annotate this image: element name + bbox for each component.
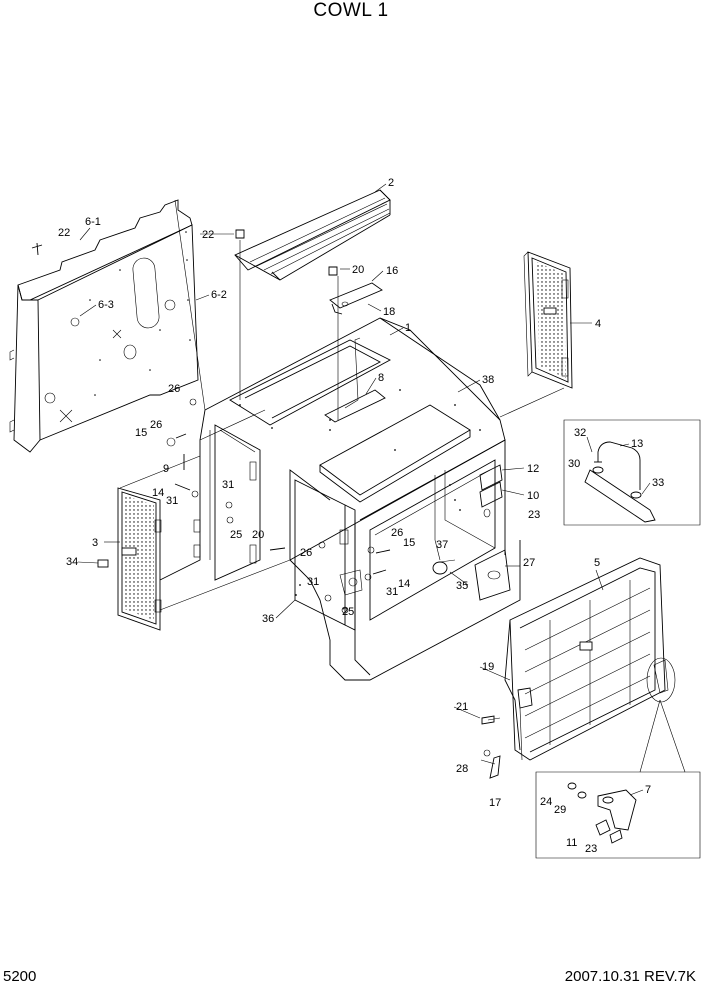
callout-11: 11 <box>566 837 577 849</box>
page-number: 5200 <box>3 968 37 985</box>
callout-7: 7 <box>645 784 651 796</box>
callout-25b: 25 <box>342 606 354 618</box>
revision-date: 2007.10.31 REV.7K <box>564 968 696 985</box>
callout-17: 17 <box>489 797 501 809</box>
callout-13: 13 <box>631 438 643 450</box>
callout-5: 5 <box>594 557 600 569</box>
side-guard-frame <box>504 557 676 761</box>
callout-26c: 26 <box>300 547 312 559</box>
callout-22b: 22 <box>202 229 214 241</box>
callout-14a: 14 <box>152 487 164 499</box>
callout-18: 18 <box>383 306 395 318</box>
callout-38: 38 <box>482 374 494 386</box>
callout-26a: 26 <box>168 383 180 395</box>
callout-25a: 25 <box>230 529 242 541</box>
top-grille <box>234 189 391 281</box>
callout-37: 37 <box>436 539 448 551</box>
right-grille-door <box>523 251 573 389</box>
side-cover-panel <box>9 199 199 453</box>
callout-31d: 31 <box>386 586 398 598</box>
page-title: COWL 1 <box>313 0 389 21</box>
callout-23b: 23 <box>585 843 597 855</box>
callout-30: 30 <box>568 458 580 470</box>
callout-2: 2 <box>388 177 394 189</box>
callout-27: 27 <box>523 557 535 569</box>
callout-34: 34 <box>66 556 78 568</box>
callout-35: 35 <box>456 580 468 592</box>
callout-20a: 20 <box>352 264 364 276</box>
callout-31c: 31 <box>307 576 319 588</box>
callout-leaders <box>77 183 651 796</box>
callout-1: 1 <box>405 322 411 334</box>
callout-6-2: 6-2 <box>211 289 227 301</box>
callout-20b: 20 <box>252 529 264 541</box>
callout-23a: 23 <box>528 509 540 521</box>
callout-21: 21 <box>456 701 468 713</box>
callout-3: 3 <box>92 537 98 549</box>
small-cover-plate <box>329 282 383 315</box>
front-grille-panel <box>97 487 162 631</box>
callout-32: 32 <box>574 427 586 439</box>
callout-33: 33 <box>652 477 664 489</box>
callout-24: 24 <box>540 796 552 808</box>
callout-19: 19 <box>482 661 494 673</box>
callout-36: 36 <box>262 613 274 625</box>
callout-6-1: 6-1 <box>85 216 101 228</box>
callout-8: 8 <box>378 372 384 384</box>
detail-box-latch <box>535 771 701 859</box>
callout-26b: 26 <box>150 419 162 431</box>
callout-16: 16 <box>386 265 398 277</box>
callout-31a: 31 <box>166 495 178 507</box>
callout-12: 12 <box>527 463 539 475</box>
callout-9: 9 <box>163 463 169 475</box>
callout-26d: 26 <box>391 527 403 539</box>
callout-31b: 31 <box>222 479 234 491</box>
callout-10: 10 <box>527 490 539 502</box>
callout-14b: 14 <box>398 578 410 590</box>
callout-15b: 15 <box>403 537 415 549</box>
callout-28: 28 <box>456 763 468 775</box>
detail-box-hook <box>563 419 701 526</box>
fasteners <box>31 229 501 779</box>
callout-22a: 22 <box>58 227 70 239</box>
main-cowl-frame <box>159 317 521 681</box>
callout-15a: 15 <box>135 427 147 439</box>
leader-lines <box>119 199 686 773</box>
callout-6-3: 6-3 <box>98 299 114 311</box>
callout-29: 29 <box>554 804 566 816</box>
callout-4: 4 <box>595 318 601 330</box>
